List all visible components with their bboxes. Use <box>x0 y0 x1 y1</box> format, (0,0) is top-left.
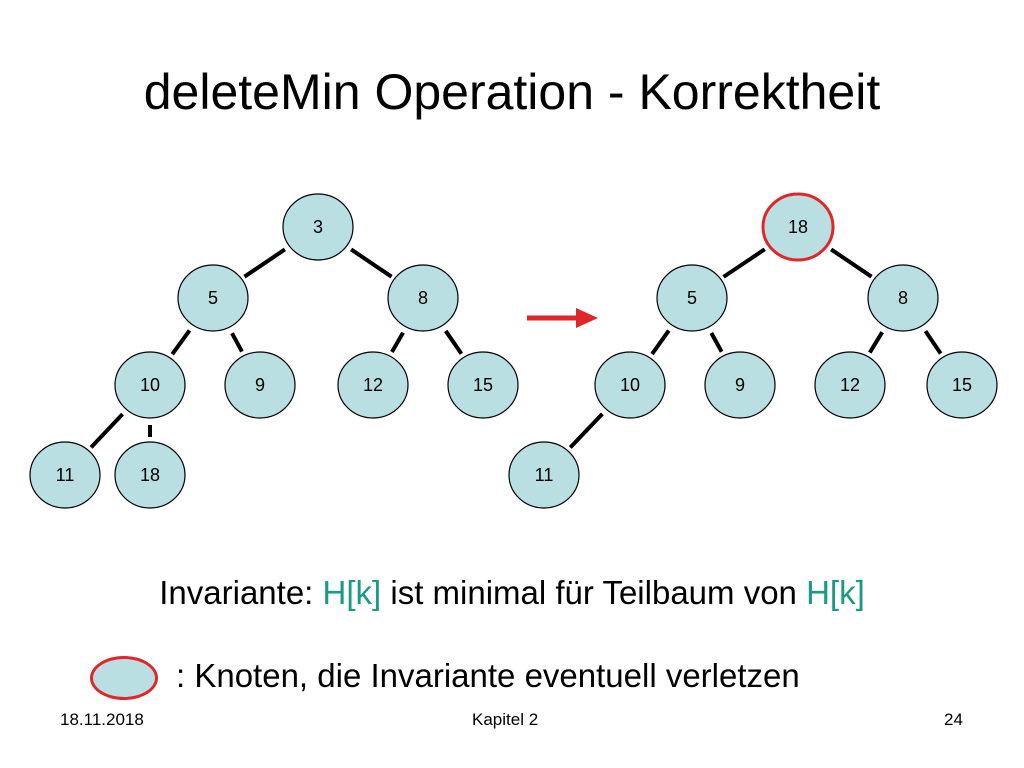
tree-node: 15 <box>926 351 998 419</box>
tree-edge <box>830 247 873 279</box>
node-label: 15 <box>473 375 493 395</box>
node-label: 9 <box>735 375 745 395</box>
node-ellipse <box>282 193 354 261</box>
node-ellipse <box>177 264 249 332</box>
tree-node: 11 <box>29 441 101 509</box>
tree-node: 15 <box>447 351 519 419</box>
invariant-term-1: H[k] <box>322 574 382 611</box>
tree-edge <box>709 332 724 353</box>
tree-edge <box>568 412 604 449</box>
node-label: 10 <box>140 375 160 395</box>
node-label: 3 <box>313 217 323 237</box>
tree-edge <box>89 412 124 449</box>
node-ellipse <box>447 351 519 419</box>
node-ellipse <box>867 264 939 332</box>
node-ellipse <box>656 264 728 332</box>
node-ellipse <box>387 264 459 332</box>
tree-node-highlighted: 18 <box>761 192 835 262</box>
tree-edge <box>444 329 464 355</box>
legend: : Knoten, die Invariante eventuell verle… <box>90 652 990 704</box>
footer-chapter: Kapitel 2 <box>472 710 539 729</box>
tree-node: 10 <box>594 351 666 419</box>
node-ellipse <box>114 351 186 419</box>
tree-edge <box>390 331 405 354</box>
node-label: 10 <box>620 375 640 395</box>
node-label: 11 <box>535 465 554 485</box>
tree-edge <box>230 332 244 353</box>
tree-edge <box>170 329 192 356</box>
node-ellipse <box>29 441 101 509</box>
tree-node: 11 <box>508 441 580 509</box>
invariant-statement: Invariante: H[k] ist minimal für Teilbau… <box>0 573 1024 613</box>
invariant-prefix: Invariante: <box>159 574 323 611</box>
node-label: 5 <box>208 288 218 308</box>
node-label: 9 <box>255 375 265 395</box>
legend-highlighted-node <box>90 656 158 700</box>
invariant-middle: ist minimal für Teilbaum von <box>381 574 807 611</box>
arrow-head <box>576 308 598 328</box>
legend-text: : Knoten, die Invariante eventuell verle… <box>176 657 800 694</box>
node-label: 12 <box>840 375 860 395</box>
node-ellipse <box>814 351 886 419</box>
node-label: 8 <box>418 288 428 308</box>
slide-title: deleteMin Operation - Korrektheit <box>143 64 881 120</box>
tree-node: 5 <box>656 264 728 332</box>
tree-node: 5 <box>177 264 249 332</box>
node-label: 18 <box>788 217 808 237</box>
node-ellipse <box>594 351 666 419</box>
tree-edge <box>243 247 286 279</box>
node-label: 11 <box>56 465 75 485</box>
node-ellipse <box>761 192 835 262</box>
node-label: 18 <box>140 465 160 485</box>
edges-layer <box>89 247 943 449</box>
node-label: 15 <box>952 375 972 395</box>
tree-node: 12 <box>337 351 409 419</box>
node-label: 8 <box>898 288 908 308</box>
footer-date: 18.11.2018 <box>60 710 144 729</box>
tree-edge <box>650 329 671 356</box>
tree-node: 9 <box>704 351 776 419</box>
tree-edge <box>722 247 766 279</box>
node-ellipse <box>704 351 776 419</box>
tree-node: 8 <box>387 264 459 332</box>
tree-node: 12 <box>814 351 886 419</box>
transition-arrow <box>527 308 598 328</box>
tree-edge <box>923 329 943 355</box>
nodes-layer: 3 5 8 10 9 12 15 11 18 18 5 8 10 9 12 15 11 <box>29 192 998 509</box>
tree-node: 8 <box>867 264 939 332</box>
tree-node: 3 <box>282 193 354 261</box>
node-ellipse <box>926 351 998 419</box>
node-ellipse <box>337 351 409 419</box>
tree-node: 18 <box>114 441 186 509</box>
node-ellipse <box>224 351 296 419</box>
invariant-term-2: H[k] <box>806 574 865 611</box>
tree-node: 10 <box>114 351 186 419</box>
tree-node: 9 <box>224 351 296 419</box>
tree-edge <box>868 331 884 354</box>
footer-page-number: 24 <box>944 710 963 729</box>
node-label: 5 <box>687 288 697 308</box>
node-label: 12 <box>363 375 383 395</box>
tree-edge <box>350 247 393 279</box>
node-ellipse <box>508 441 580 509</box>
node-ellipse <box>114 441 186 509</box>
